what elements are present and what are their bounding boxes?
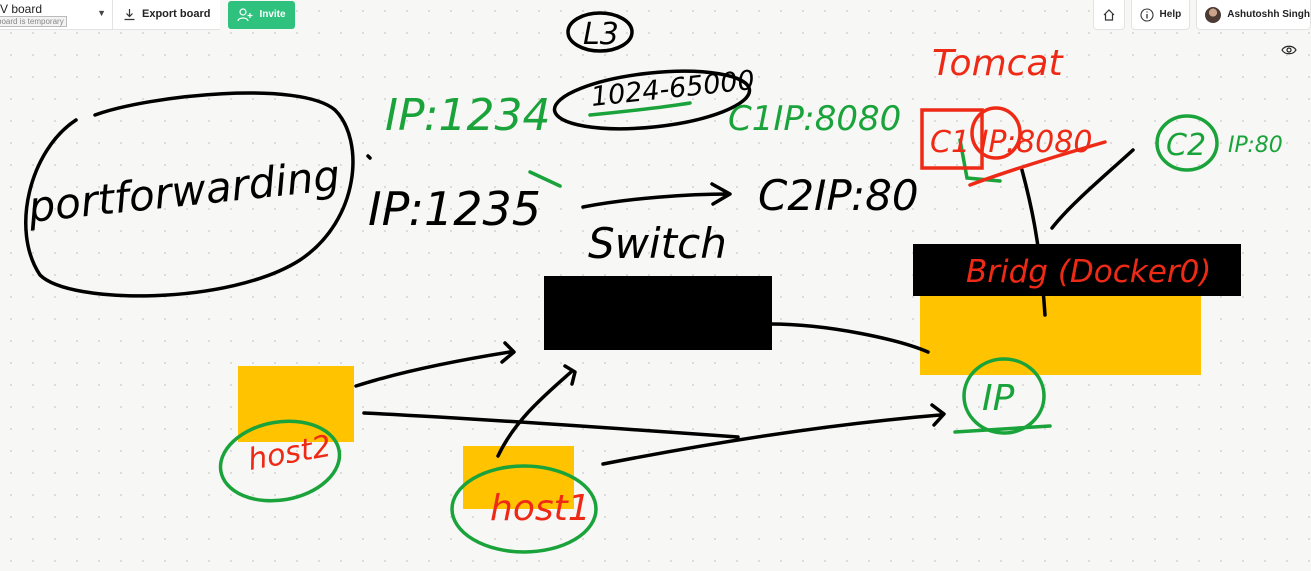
host1-to-switch-line [496, 364, 577, 458]
host2-to-ip-line [362, 411, 740, 439]
avatar [1205, 6, 1222, 23]
c1-green-mark [958, 138, 1002, 183]
c1-red-box [920, 108, 984, 170]
switch-to-bridge-line [768, 322, 930, 354]
invite-button[interactable]: Invite [228, 0, 295, 29]
bridge-label: Bridg (Docker0) [966, 254, 1211, 290]
invite-label: Invite [259, 9, 286, 20]
ip-circle [962, 357, 1046, 435]
eye-icon[interactable] [1281, 44, 1297, 56]
portforwarding-label: portforwarding [25, 151, 342, 233]
export-board-button[interactable]: Export board [113, 0, 221, 30]
ip-underline [953, 424, 1052, 434]
c2-right-label: C2 [1166, 128, 1206, 163]
board-temporary-badge: board is temporary [0, 15, 67, 27]
ip-circle-label: IP [982, 378, 1015, 419]
info-icon [1139, 7, 1154, 22]
host1-to-ip-line [601, 403, 946, 466]
port-range-underline [588, 101, 692, 117]
c1-to-bridge-line [1020, 168, 1047, 317]
home-button[interactable] [1092, 0, 1125, 30]
switch-box[interactable] [544, 276, 772, 350]
c2-ip-label: C2IP:80 [758, 171, 919, 220]
ip-1234-label: IP:1234 [385, 90, 551, 141]
help-label: Help [1159, 9, 1182, 20]
ip-1235-label: IP:1235 [368, 182, 541, 236]
dot-mark [366, 154, 372, 160]
help-button[interactable]: Help [1130, 0, 1191, 30]
c1-ip-label: C1IP:8080 [728, 99, 901, 139]
host2-to-switch-arrow [354, 341, 516, 388]
bridge-yellow-box[interactable] [920, 294, 1201, 375]
host2-box[interactable] [238, 366, 354, 442]
arrow-to-c2 [581, 182, 732, 209]
top-right-toolbar: Help Ashutoshh Singh [1092, 0, 1311, 30]
ip-red-circle [970, 106, 1022, 160]
host2-circle [218, 419, 342, 503]
tomcat-strike-line [968, 140, 1107, 187]
c2-circle [1155, 114, 1219, 172]
switch-label: Switch [588, 219, 727, 268]
export-board-label: Export board [142, 8, 211, 20]
user-name: Ashutoshh Singh [1227, 9, 1310, 20]
portforwarding-ellipse [24, 91, 355, 298]
host1-label: host1 [490, 488, 591, 529]
host1-box[interactable] [463, 446, 574, 509]
top-left-toolbar: V board board is temporary ▼ Export boar… [0, 0, 295, 30]
home-icon [1103, 8, 1114, 21]
l3-label: L3 [583, 17, 619, 52]
l3-circle [566, 11, 634, 53]
c2-right-ip-label: IP:80 [1228, 133, 1283, 158]
board-menu[interactable]: V board board is temporary ▼ [0, 0, 113, 30]
tomcat-label: Tomcat [932, 43, 1064, 84]
c2-to-bridge-line [1050, 148, 1135, 230]
chevron-down-icon[interactable]: ▼ [97, 7, 106, 18]
board-title: V board [0, 1, 43, 16]
download-icon [124, 8, 135, 20]
bridge-black-bar[interactable] [913, 244, 1241, 296]
add-user-icon [237, 7, 253, 21]
c1-tomcat-ip-label: C1 IP:8080 [930, 125, 1092, 160]
host1-circle [450, 464, 598, 554]
port-range-ellipse [552, 69, 752, 131]
user-menu[interactable]: Ashutoshh Singh [1196, 0, 1311, 30]
ip-1235-tick [528, 170, 562, 188]
